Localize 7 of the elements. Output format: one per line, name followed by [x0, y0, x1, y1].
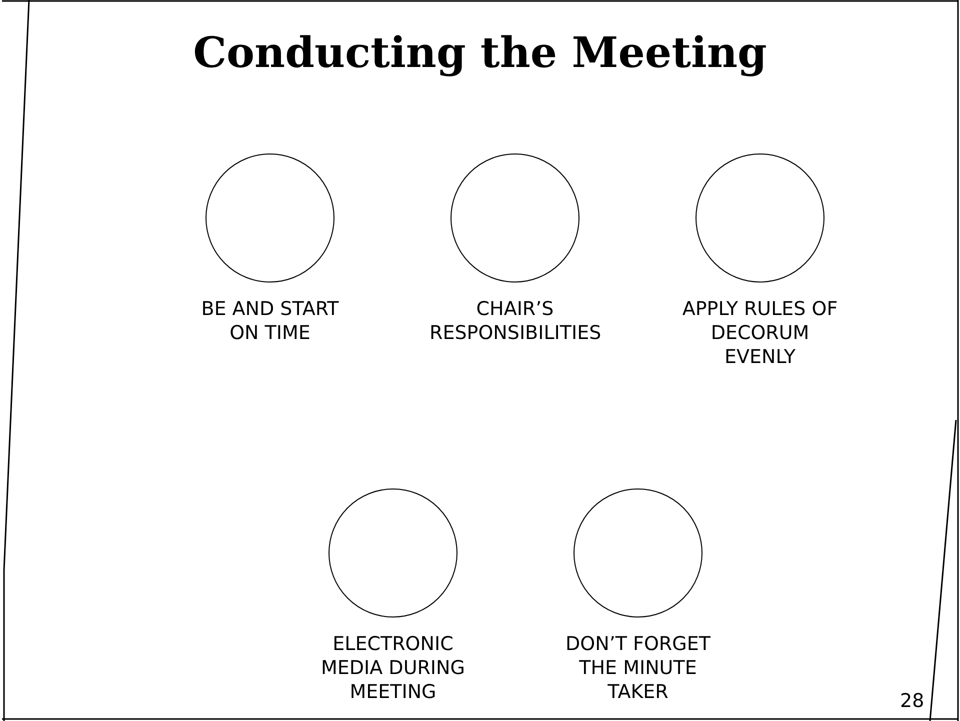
node-label: DON’T FORGET THE MINUTE TAKER	[564, 632, 712, 704]
node-label: APPLY RULES OF DECORUM EVENLY	[681, 297, 839, 369]
slide-title: Conducting the Meeting	[192, 28, 768, 77]
page-number: 28	[900, 690, 924, 712]
node-label: ELECTRONIC MEDIA DURING MEETING	[320, 632, 466, 704]
node-label: BE AND START ON TIME	[200, 297, 340, 345]
node-label: CHAIR’S RESPONSIBILITIES	[430, 297, 600, 345]
